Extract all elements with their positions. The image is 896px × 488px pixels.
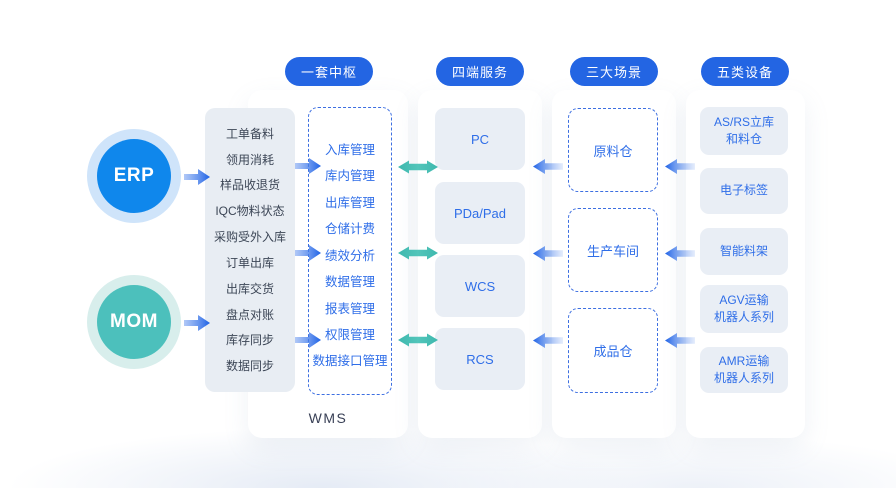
mom-flow-arrow-icon (184, 315, 210, 331)
mom-label: MOM (97, 285, 171, 359)
device-to-scene-arrow-icon (665, 159, 695, 174)
module-item: 库内管理 (324, 169, 375, 184)
module-item: 权限管理 (324, 328, 375, 342)
erp-circle: ERP (87, 129, 181, 223)
service-box-pda-pad: PDa/Pad (435, 182, 525, 244)
list-item: 数据同步 (225, 359, 274, 374)
module-item: 绩效分析 (324, 248, 375, 263)
list-item: 工单备料 (225, 126, 274, 141)
module-item: 数据管理 (324, 275, 375, 290)
module-item: 入库管理 (324, 142, 375, 157)
device-box-electronic-tag: 电子标签 (700, 168, 788, 214)
list-item: 出库交货 (225, 281, 274, 296)
module-item: 仓储计费 (324, 222, 375, 237)
device-box-smart-rack: 智能料架 (700, 228, 788, 275)
sync-arrow-icon (398, 160, 438, 174)
scene-box-production: 生产车间 (568, 208, 658, 292)
device-box-amr: AMR运输 机器人系列 (700, 347, 788, 393)
erp-label: ERP (97, 139, 171, 213)
scene-to-service-arrow-icon (533, 159, 563, 174)
hub-pill: 一套中枢 (285, 57, 373, 86)
list-to-hub-arrow-icon (295, 332, 321, 348)
module-item: 报表管理 (324, 301, 375, 316)
scenes-pill: 三大场景 (570, 57, 658, 86)
module-item: 出库管理 (324, 195, 375, 210)
scene-box-finished-goods: 成品仓 (568, 308, 658, 393)
scene-to-service-arrow-icon (533, 246, 563, 261)
device-box-agv: AGV运输 机器人系列 (700, 285, 788, 333)
list-item: 库存同步 (225, 333, 274, 348)
list-item: 订单出库 (225, 255, 274, 270)
list-item: 盘点对账 (225, 307, 274, 322)
module-item: 数据接口管理 (312, 354, 388, 369)
list-item: 采购受外入库 (213, 230, 286, 245)
service-box-rcs: RCS (435, 328, 525, 390)
devices-pill: 五类设备 (701, 57, 789, 86)
list-to-hub-arrow-icon (295, 245, 321, 261)
scene-box-raw-material: 原料仓 (568, 108, 658, 192)
mom-circle: MOM (87, 275, 181, 369)
sync-arrow-icon (398, 246, 438, 260)
services-pill: 四端服务 (436, 57, 524, 86)
scenes-panel (552, 90, 676, 438)
integration-list: 工单备料 领用消耗 样品收退货 IQC物料状态 采购受外入库 订单出库 出库交货… (205, 108, 295, 392)
wms-caption: WMS (308, 410, 348, 426)
list-item: IQC物料状态 (215, 204, 285, 219)
device-to-scene-arrow-icon (665, 246, 695, 261)
hub-module-box: 入库管理 库内管理 出库管理 仓储计费 绩效分析 数据管理 报表管理 权限管理 … (308, 107, 392, 395)
scene-to-service-arrow-icon (533, 333, 563, 348)
device-to-scene-arrow-icon (665, 333, 695, 348)
list-item: 样品收退货 (219, 178, 280, 193)
list-to-hub-arrow-icon (295, 158, 321, 174)
erp-flow-arrow-icon (184, 169, 210, 185)
service-box-wcs: WCS (435, 255, 525, 317)
sync-arrow-icon (398, 333, 438, 347)
list-item: 领用消耗 (225, 152, 274, 167)
device-box-asrs: AS/RS立库 和料仓 (700, 107, 788, 155)
service-box-pc: PC (435, 108, 525, 170)
